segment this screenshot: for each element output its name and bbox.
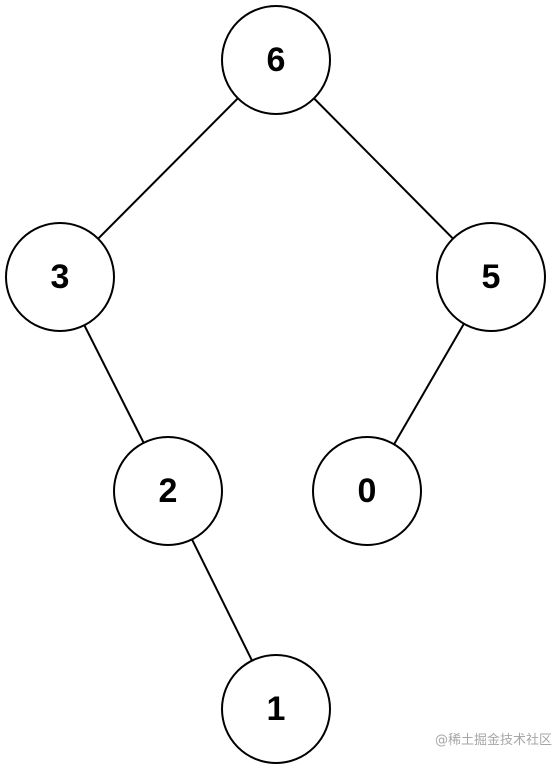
node-circle xyxy=(221,654,331,764)
tree-node-1: 1 xyxy=(221,654,331,764)
node-circle xyxy=(312,436,422,546)
node-circle xyxy=(221,5,331,115)
tree-edges xyxy=(59,59,492,710)
node-circle xyxy=(436,222,546,332)
tree-node-0: 0 xyxy=(312,436,422,546)
node-label: 2 xyxy=(159,472,178,510)
tree-node-3: 3 xyxy=(5,222,115,332)
tree-node-5: 5 xyxy=(436,222,546,332)
watermark-text: @稀土掘金技术社区 xyxy=(434,733,552,748)
node-label: 3 xyxy=(51,258,70,296)
node-label: 0 xyxy=(358,472,377,510)
node-label: 1 xyxy=(267,690,286,728)
tree-node-2: 2 xyxy=(113,436,223,546)
node-label: 5 xyxy=(482,258,501,296)
tree-node-6: 6 xyxy=(221,5,331,115)
tree-nodes: 6 3 5 2 0 1 xyxy=(5,5,546,764)
node-label: 6 xyxy=(267,41,286,79)
node-circle xyxy=(5,222,115,332)
node-circle xyxy=(113,436,223,546)
